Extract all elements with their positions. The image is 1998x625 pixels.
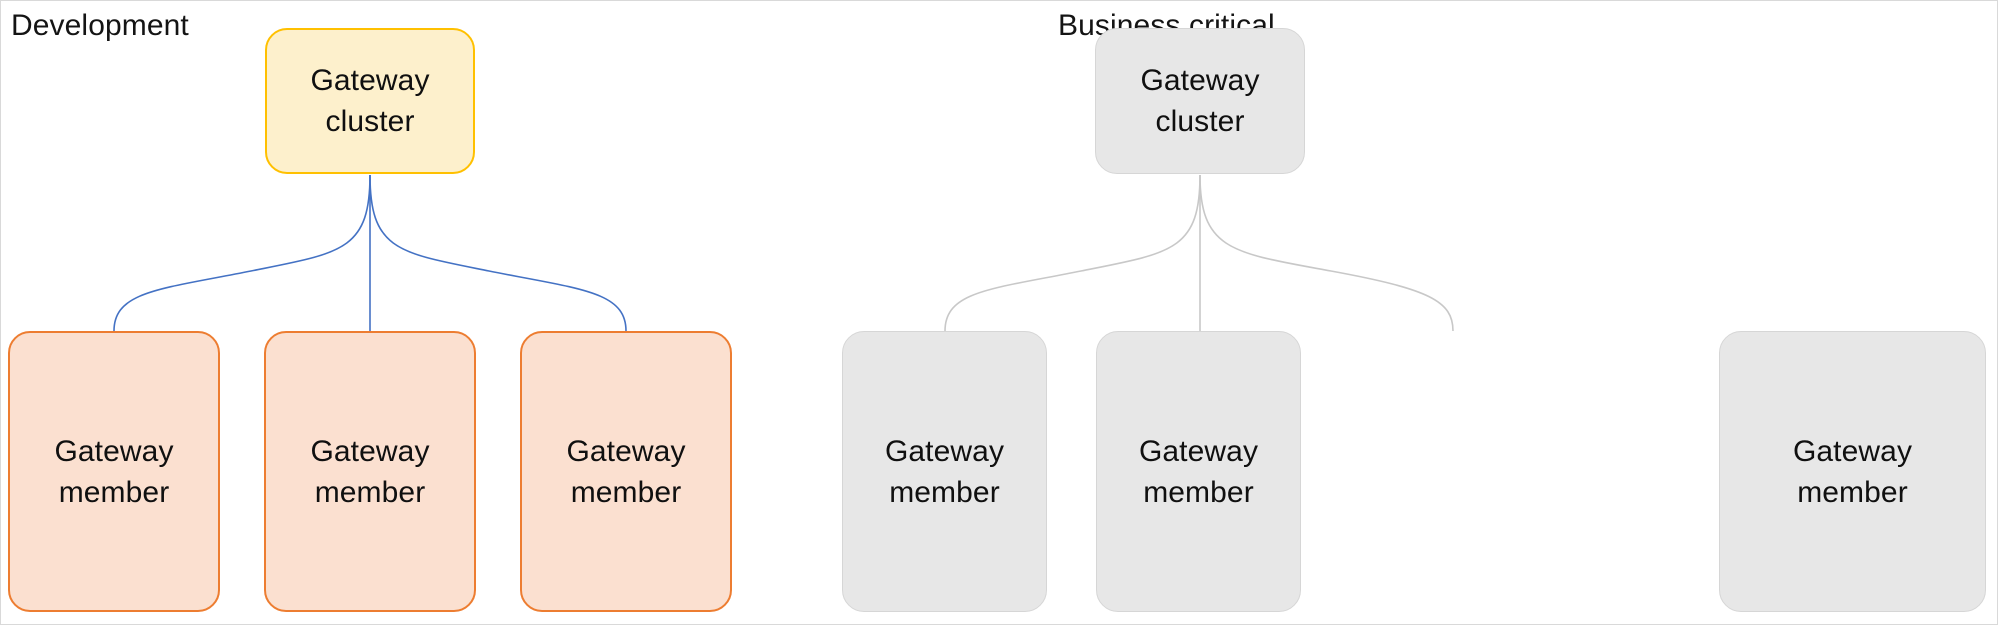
bc-connector-2: [1199, 174, 1454, 332]
panel-title-development: Development: [11, 9, 189, 42]
bc-connector-group: [944, 174, 1454, 332]
bc-connector-0: [944, 174, 1201, 332]
node-label-line1: Gateway: [310, 434, 430, 468]
node-label: Gateway member: [1139, 431, 1258, 513]
node-label-line2: member: [1143, 475, 1254, 509]
node-label-line1: Gateway: [1138, 434, 1259, 468]
node-label-line2: member: [314, 475, 426, 509]
node-label-line2: cluster: [325, 105, 415, 138]
dev-gateway-member-node[interactable]: Gateway member: [520, 331, 732, 612]
node-label-line1: Gateway: [884, 434, 1005, 468]
node-label-line1: Gateway: [1140, 64, 1260, 97]
dev-gateway-cluster-node[interactable]: Gateway cluster: [265, 28, 475, 174]
dev-connector-2: [369, 174, 627, 332]
node-label: Gateway cluster: [310, 60, 429, 142]
node-label: Gateway member: [885, 431, 1004, 513]
node-label: Gateway member: [1793, 431, 1912, 513]
bc-gateway-member-node[interactable]: Gateway member: [842, 331, 1047, 612]
dev-gateway-member-node[interactable]: Gateway member: [8, 331, 220, 612]
dev-connector-0: [113, 174, 371, 332]
node-label: Gateway cluster: [1140, 60, 1259, 142]
node-label-line1: Gateway: [566, 434, 686, 468]
dev-connector-group: [113, 174, 627, 332]
bc-gateway-member-node[interactable]: Gateway member: [1719, 331, 1986, 612]
node-label-line1: Gateway: [310, 64, 430, 97]
node-label: Gateway member: [566, 431, 685, 513]
node-label-line1: Gateway: [1792, 434, 1913, 468]
node-label-line2: member: [1797, 475, 1908, 509]
node-label-line2: member: [570, 475, 682, 509]
bc-gateway-member-node[interactable]: Gateway member: [1096, 331, 1301, 612]
node-label-line2: cluster: [1155, 105, 1245, 138]
node-label-line1: Gateway: [54, 434, 174, 468]
node-label-line2: member: [58, 475, 170, 509]
node-label-line2: member: [889, 475, 1000, 509]
dev-gateway-member-node[interactable]: Gateway member: [264, 331, 476, 612]
node-label: Gateway member: [54, 431, 173, 513]
node-label: Gateway member: [310, 431, 429, 513]
bc-gateway-cluster-node[interactable]: Gateway cluster: [1095, 28, 1305, 174]
